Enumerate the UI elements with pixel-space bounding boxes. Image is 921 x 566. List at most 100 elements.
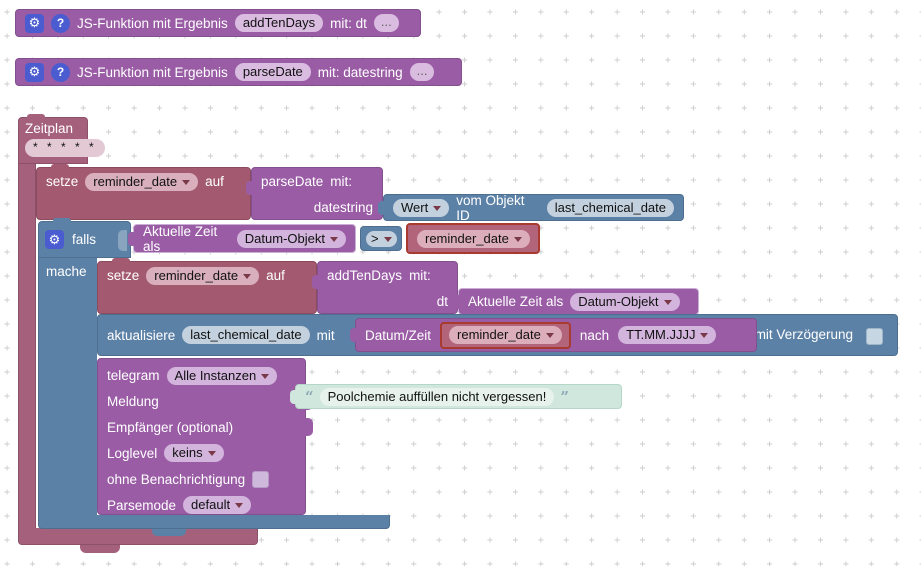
- set-variable-block-2[interactable]: setze reminder_date auf: [97, 258, 317, 314]
- message-label: Meldung: [107, 393, 159, 409]
- time-format-dropdown[interactable]: Datum-Objekt: [570, 292, 680, 311]
- get-object-value-block[interactable]: Wert vom Objekt ID last_chemical_date: [378, 193, 684, 223]
- schedule-label: Zeitplan: [25, 121, 74, 136]
- help-icon[interactable]: ?: [51, 13, 70, 33]
- current-time-block-2[interactable]: Aktuelle Zeit als Datum-Objekt: [453, 288, 699, 315]
- if-label: falls: [72, 232, 97, 247]
- variable-name: reminder_date: [457, 327, 541, 342]
- call-parseDate-block[interactable]: parseDate mit: datestring: [246, 167, 383, 220]
- time-format-dropdown[interactable]: Datum-Objekt: [236, 229, 346, 248]
- text-block[interactable]: “ Poolchemie auffüllen nicht vergessen! …: [290, 384, 622, 409]
- function-body-field[interactable]: ...: [373, 14, 399, 32]
- variable-name: reminder_date: [154, 267, 239, 283]
- datetime-format-block[interactable]: Datum/Zeit reminder_date nach TT.MM.JJJJ: [350, 318, 757, 352]
- set-variable-block-1[interactable]: setze reminder_date auf: [36, 164, 251, 220]
- parsemode-label: Parsemode: [107, 497, 177, 513]
- function-name: addTenDays: [242, 15, 316, 30]
- cron-value: * * * * *: [33, 140, 97, 154]
- variable-dropdown[interactable]: reminder_date: [417, 229, 530, 248]
- no-notification-checkbox[interactable]: [252, 470, 270, 488]
- with-label: mit:: [409, 268, 431, 283]
- parsemode-dropdown[interactable]: default: [183, 496, 252, 514]
- datetime-label: Datum/Zeit: [365, 327, 432, 343]
- gear-icon[interactable]: ⚙: [25, 62, 44, 82]
- to-label: auf: [266, 268, 285, 283]
- date-format: TT.MM.JJJJ: [626, 327, 696, 342]
- connector-notch: [80, 545, 120, 553]
- variable-get-block-2[interactable]: reminder_date: [440, 321, 571, 349]
- variable-dropdown[interactable]: reminder_date: [449, 326, 562, 344]
- function-block-parseDate[interactable]: ⚙ ? JS-Funktion mit Ergebnis parseDate m…: [15, 58, 462, 86]
- set-label: setze: [46, 174, 79, 189]
- recipient-label: Empfänger (optional): [107, 419, 234, 435]
- dropdown-arrow-icon: [243, 273, 252, 279]
- schedule-bottom-bar[interactable]: [18, 528, 258, 545]
- function-body-field[interactable]: ...: [409, 63, 435, 81]
- dropdown-arrow-icon: [261, 373, 270, 379]
- set-label: setze: [107, 268, 140, 283]
- function-name: parseDate: [242, 64, 303, 79]
- function-params: mit: dt: [330, 15, 367, 31]
- variable-get-block-1[interactable]: reminder_date: [406, 223, 540, 254]
- function-name-field[interactable]: parseDate: [234, 63, 311, 81]
- no-notification-label: ohne Benachrichtigung: [107, 471, 246, 487]
- connector-tab: [453, 294, 460, 309]
- compare-block[interactable]: >: [360, 226, 402, 251]
- schedule-left-spine[interactable]: [18, 164, 36, 528]
- date-format-dropdown[interactable]: TT.MM.JJJJ: [618, 326, 717, 344]
- call-name: parseDate: [261, 174, 324, 189]
- gear-icon[interactable]: ⚙: [25, 13, 44, 33]
- telegram-block[interactable]: telegram Alle Instanzen Meldung Empfänge…: [97, 358, 313, 515]
- connector-notch: [152, 529, 186, 536]
- cron-field[interactable]: * * * * *: [25, 139, 105, 157]
- loglevel-dropdown[interactable]: keins: [164, 444, 224, 462]
- connector-tab: [350, 328, 357, 342]
- dropdown-arrow-icon: [433, 205, 442, 211]
- parsemode-value: default: [191, 497, 231, 512]
- dropdown-arrow-icon: [330, 236, 338, 242]
- format-to-label: nach: [579, 327, 610, 343]
- with-label: mit:: [330, 174, 353, 189]
- schedule-block[interactable]: Zeitplan * * * * *: [18, 114, 105, 164]
- value-type-dropdown[interactable]: Wert: [393, 198, 450, 217]
- if-block-do-spine[interactable]: mache: [38, 258, 97, 515]
- param-label: dt: [436, 293, 448, 309]
- dropdown-arrow-icon: [207, 451, 216, 456]
- delay-checkbox[interactable]: [866, 328, 883, 345]
- function-name-field[interactable]: addTenDays: [234, 14, 324, 32]
- dropdown-arrow-icon: [513, 236, 522, 242]
- object-id-field[interactable]: last_chemical_date: [182, 326, 310, 344]
- dropdown-arrow-icon: [700, 333, 709, 338]
- time-format: Datum-Objekt: [578, 293, 659, 309]
- current-time-block-1[interactable]: Aktuelle Zeit als Datum-Objekt: [128, 223, 356, 254]
- connector-notch: [112, 258, 130, 263]
- time-label: Aktuelle Zeit als: [143, 223, 218, 254]
- help-icon[interactable]: ?: [51, 62, 70, 82]
- text-field[interactable]: Poolchemie auffüllen nicht vergessen!: [319, 387, 555, 406]
- operator-dropdown[interactable]: >: [366, 230, 397, 247]
- close-quote-icon: ”: [560, 387, 570, 406]
- text-value: Poolchemie auffüllen nicht vergessen!: [327, 388, 547, 404]
- call-name: addTenDays: [327, 268, 403, 283]
- call-addTenDays-block[interactable]: addTenDays mit: dt: [312, 261, 458, 314]
- variable-name: reminder_date: [425, 230, 509, 246]
- dropdown-arrow-icon: [235, 503, 244, 508]
- variable-dropdown[interactable]: reminder_date: [146, 266, 260, 285]
- telegram-label: telegram: [107, 368, 160, 383]
- function-block-addTenDays[interactable]: ⚙ ? JS-Funktion mit Ergebnis addTenDays …: [15, 9, 421, 37]
- time-format: Datum-Objekt: [244, 230, 325, 246]
- object-id-field[interactable]: last_chemical_date: [546, 198, 674, 217]
- open-quote-icon: “: [305, 387, 314, 406]
- if-block-bottom-bar[interactable]: [38, 515, 390, 529]
- ellipsis-icon: ...: [380, 14, 392, 29]
- connector-notch: [53, 218, 71, 223]
- value-type: Wert: [401, 199, 429, 215]
- if-block-header[interactable]: ⚙ falls: [38, 218, 131, 258]
- dropdown-arrow-icon: [383, 236, 392, 242]
- do-label: mache: [46, 264, 87, 279]
- instance-dropdown[interactable]: Alle Instanzen: [166, 366, 278, 385]
- variable-dropdown[interactable]: reminder_date: [85, 172, 199, 191]
- gear-icon[interactable]: ⚙: [45, 230, 64, 249]
- param-label: datestring: [313, 199, 373, 215]
